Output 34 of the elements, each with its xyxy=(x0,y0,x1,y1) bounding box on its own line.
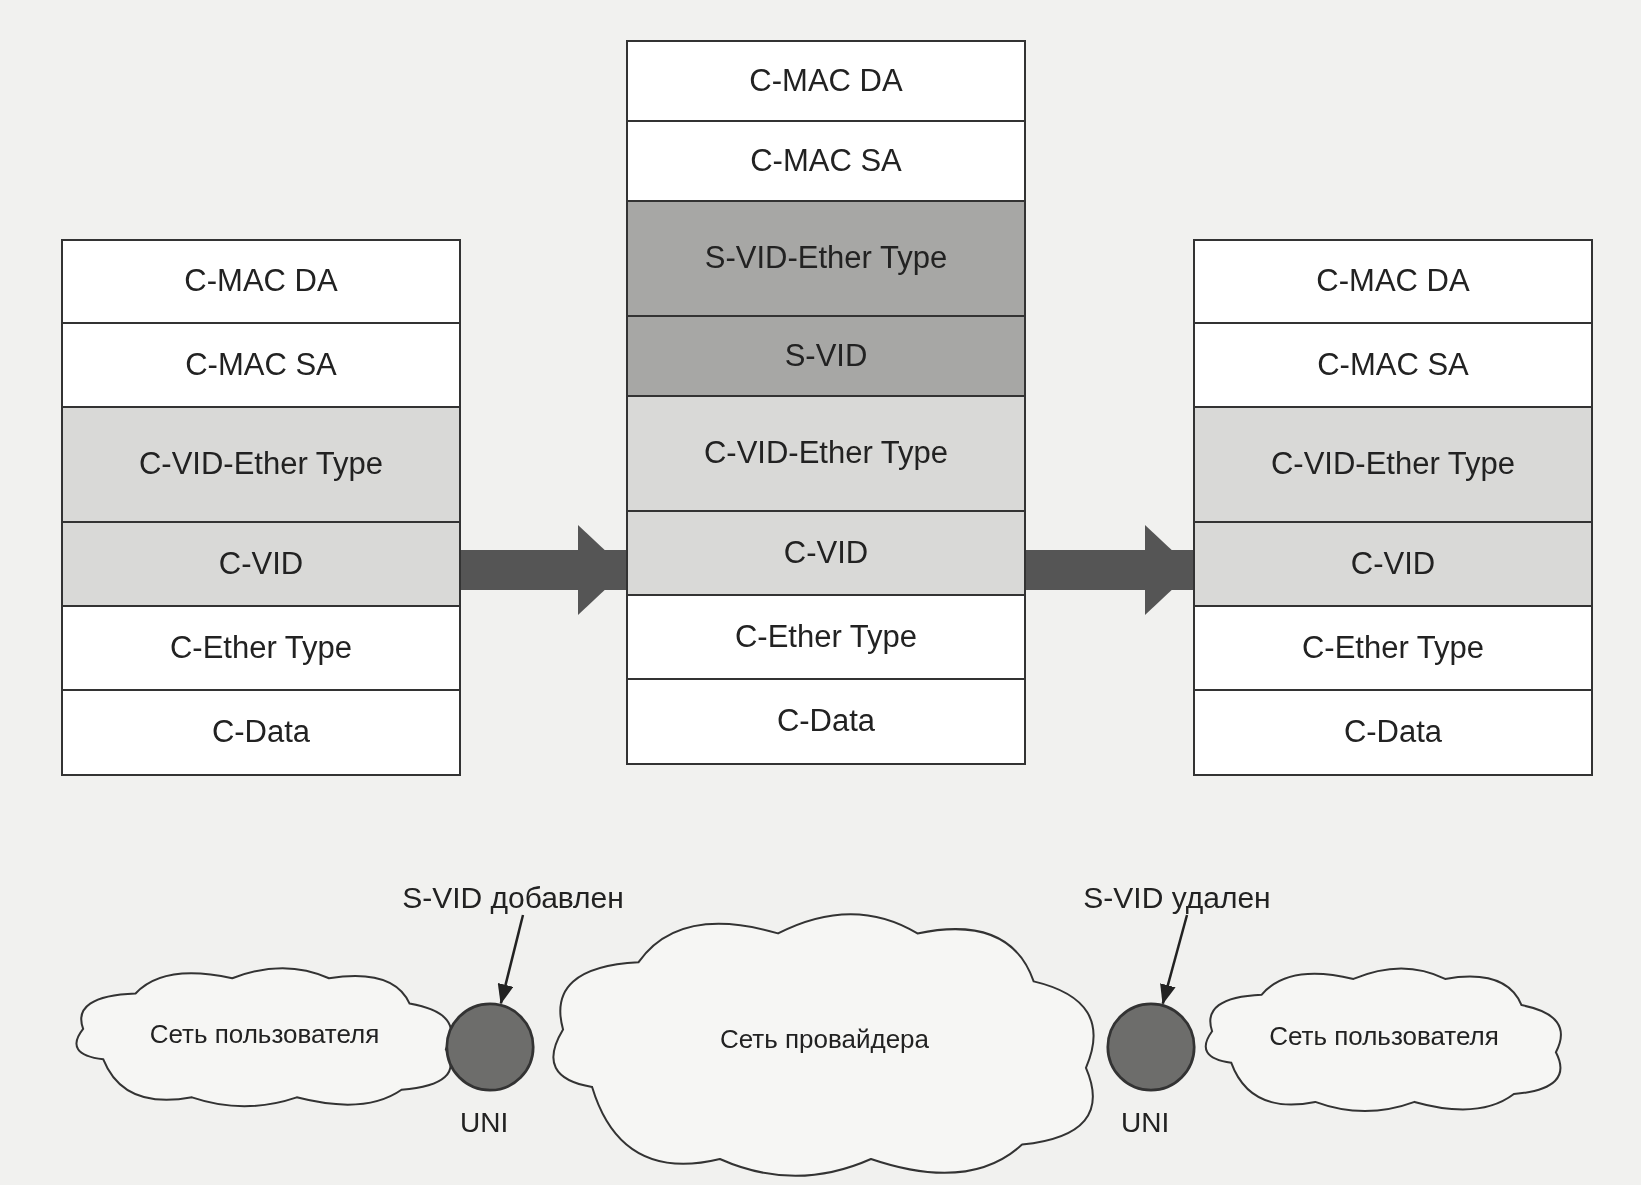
header-field: C-VID xyxy=(1195,523,1591,607)
cloud-label: Сеть пользователя xyxy=(148,1017,381,1051)
header-field: C-MAC DA xyxy=(628,42,1024,122)
annotation-text: S-VID добавлен xyxy=(402,881,624,915)
header-field: C-Data xyxy=(1195,691,1591,774)
header-field: C-Ether Type xyxy=(1195,607,1591,691)
uni-label: UNI xyxy=(1121,1107,1170,1139)
header-field: C-VID-Ether Type xyxy=(628,397,1024,512)
uni-label: UNI xyxy=(460,1107,509,1139)
header-field: C-VID xyxy=(63,523,459,607)
header-field: C-MAC DA xyxy=(1195,241,1591,324)
frame-stack xyxy=(61,239,461,776)
header-field: C-VID-Ether Type xyxy=(63,408,459,523)
pointer-arrow xyxy=(497,914,525,1005)
cloud-label: Сеть провайдера xyxy=(718,1022,931,1056)
frame-stack xyxy=(626,40,1026,765)
pointer-arrow xyxy=(1160,914,1189,1005)
header-field: S-VID xyxy=(628,317,1024,397)
header-field: C-Ether Type xyxy=(63,607,459,691)
header-field: C-Data xyxy=(628,680,1024,763)
header-field: C-MAC SA xyxy=(63,324,459,408)
header-field: C-VID-Ether Type xyxy=(1195,408,1591,523)
header-field: C-Data xyxy=(63,691,459,774)
header-field: C-VID xyxy=(628,512,1024,596)
frame-stack xyxy=(1193,239,1593,776)
header-field: C-Ether Type xyxy=(628,596,1024,680)
header-field: S-VID-Ether Type xyxy=(628,202,1024,317)
annotation-text: S-VID удален xyxy=(1083,881,1271,915)
header-field: C-MAC SA xyxy=(1195,324,1591,408)
header-field: C-MAC DA xyxy=(63,241,459,324)
block-arrow xyxy=(1026,525,1193,615)
block-arrow xyxy=(461,525,626,615)
header-field: C-MAC SA xyxy=(628,122,1024,202)
cloud-label: Сеть пользователя xyxy=(1268,1020,1500,1053)
